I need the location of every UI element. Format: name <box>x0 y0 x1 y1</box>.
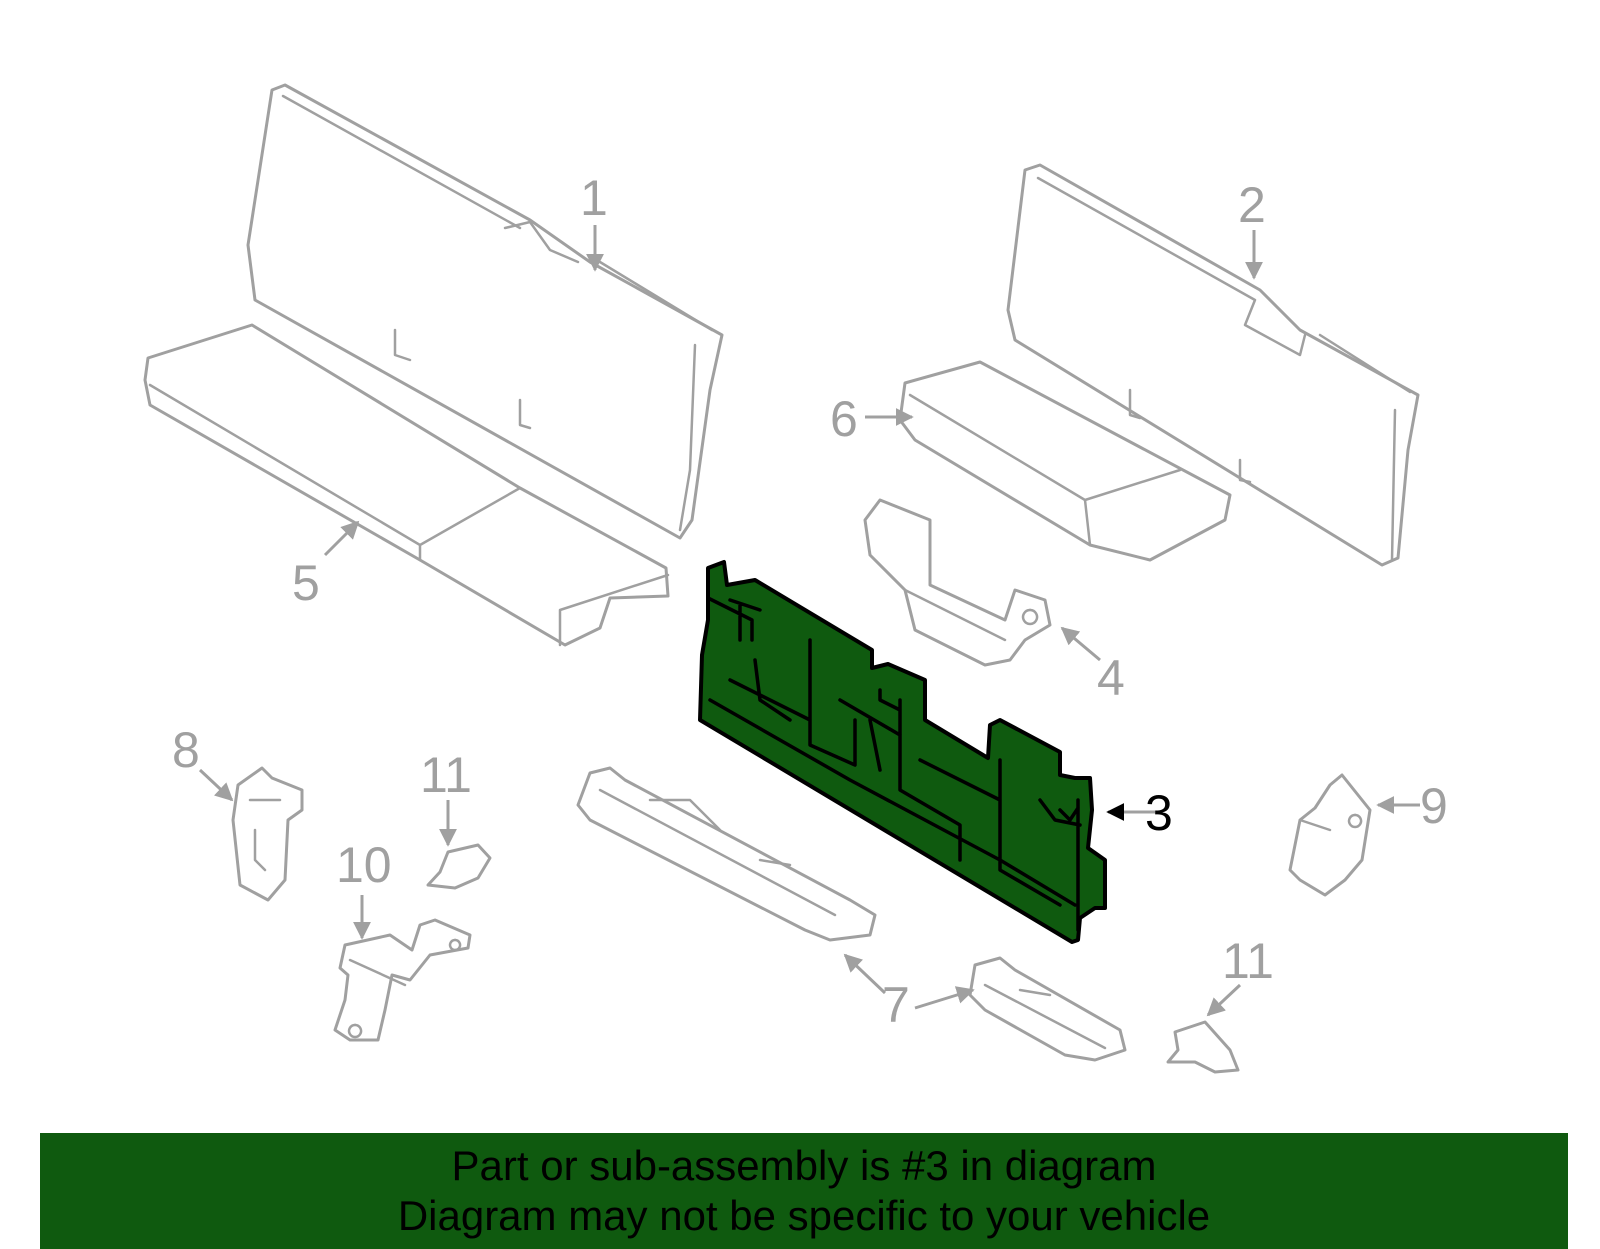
callout-10: 10 <box>336 837 392 893</box>
part-7-seat-track-right[interactable] <box>968 956 1127 1062</box>
part-2-seat-back-right[interactable] <box>1006 163 1420 567</box>
info-banner: Part or sub-assembly is #3 in diagram Di… <box>40 1133 1568 1249</box>
callout-8: 8 <box>172 722 200 778</box>
callout-11-left: 11 <box>420 747 472 803</box>
callout-5: 5 <box>292 555 320 611</box>
callout-4: 4 <box>1097 650 1125 706</box>
part-11-clip-right[interactable] <box>1166 1020 1240 1074</box>
part-7-seat-track-center[interactable] <box>576 766 877 942</box>
part-11-clip-left[interactable] <box>426 843 492 890</box>
callout-9: 9 <box>1420 778 1448 834</box>
part-9-bracket[interactable] <box>1288 773 1372 897</box>
banner-line-disclaimer: Diagram may not be specific to your vehi… <box>397 1192 1211 1239</box>
part-3-seat-back-frame-highlighted[interactable] <box>698 560 1107 944</box>
part-6-seat-cushion-right[interactable] <box>898 360 1232 562</box>
banner-line-part: Part or sub-assembly is #3 in diagram <box>451 1142 1157 1189</box>
callout-1: 1 <box>580 170 608 226</box>
callout-11-right: 11 <box>1222 933 1274 989</box>
part-1-seat-back-left[interactable] <box>246 83 724 540</box>
callout-3: 3 <box>1145 785 1173 841</box>
callout-arrows <box>198 225 1420 1017</box>
callout-2: 2 <box>1238 177 1266 233</box>
callout-6: 6 <box>830 391 858 447</box>
callout-7: 7 <box>882 977 910 1033</box>
part-8-bracket[interactable] <box>231 766 304 902</box>
part-5-seat-cushion-left[interactable] <box>143 323 670 647</box>
part-4-bracket[interactable] <box>863 498 1052 667</box>
part-10-bracket[interactable] <box>333 918 472 1042</box>
